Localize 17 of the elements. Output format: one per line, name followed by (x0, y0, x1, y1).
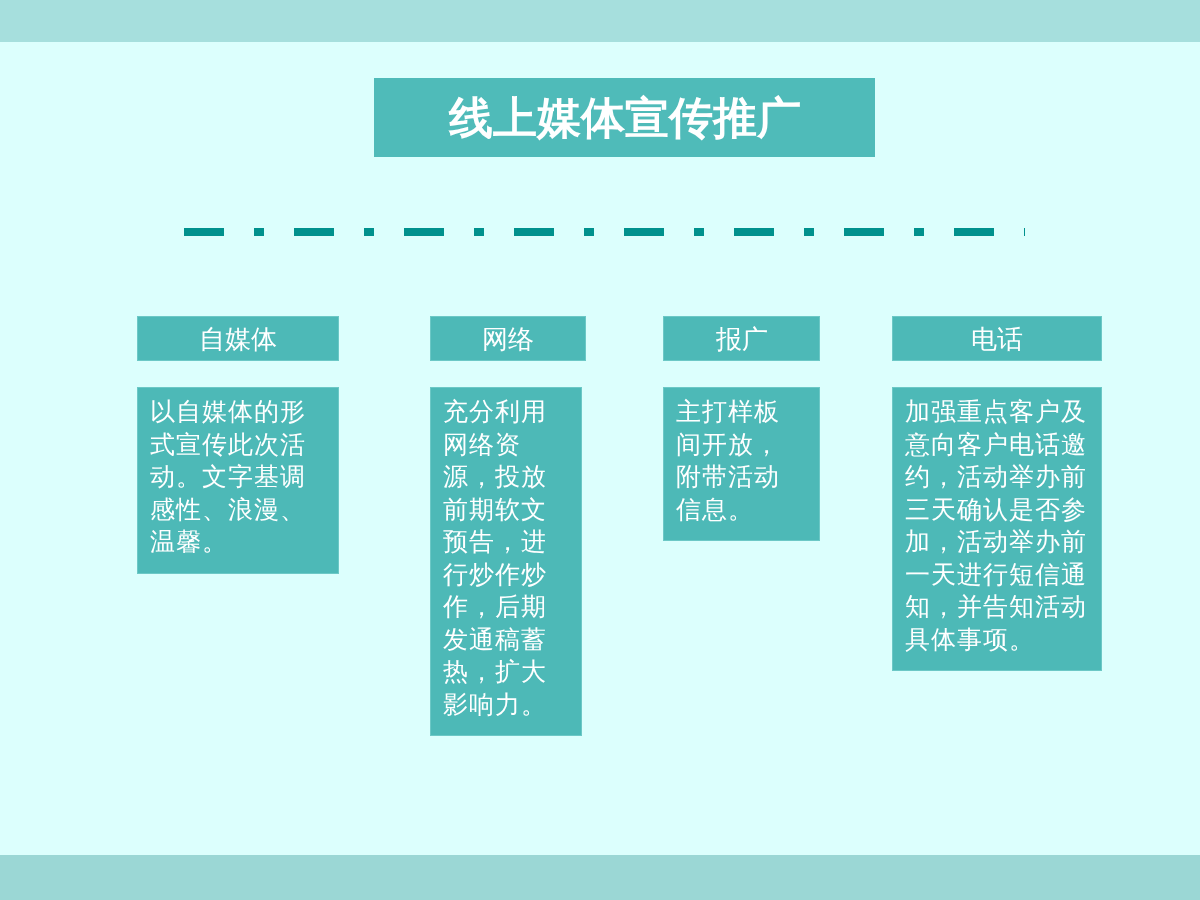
description-text: 充分利用网络资源，投放前期软文预告，进行炒作炒作，后期发通稿蓄热，扩大影响力。 (443, 396, 548, 721)
category-label: 网络 (482, 322, 534, 355)
info-card (663, 387, 820, 541)
description-text: 主打样板间开放，附带活动信息。 (676, 396, 781, 526)
info-card (892, 387, 1102, 671)
info-card (430, 387, 582, 736)
category-label: 报广 (715, 322, 768, 355)
category-label: 自媒体 (199, 322, 277, 355)
description-text: 以自媒体的形式宣传此次活动。文字基调感性、浪漫、温馨。 (150, 396, 307, 558)
header-bar (137, 316, 339, 361)
info-card (137, 387, 339, 574)
title-text: 线上媒体宣传推广 (448, 91, 801, 144)
header-bar (892, 316, 1102, 361)
category-label: 电话 (971, 322, 1023, 355)
description-text: 加强重点客户及意向客户电话邀约，活动举办前三天确认是否参加，活动举办前一天进行短信通知，并告知活动具体事项。 (905, 396, 1088, 656)
header-bar (663, 316, 820, 361)
header-bar (430, 316, 586, 361)
